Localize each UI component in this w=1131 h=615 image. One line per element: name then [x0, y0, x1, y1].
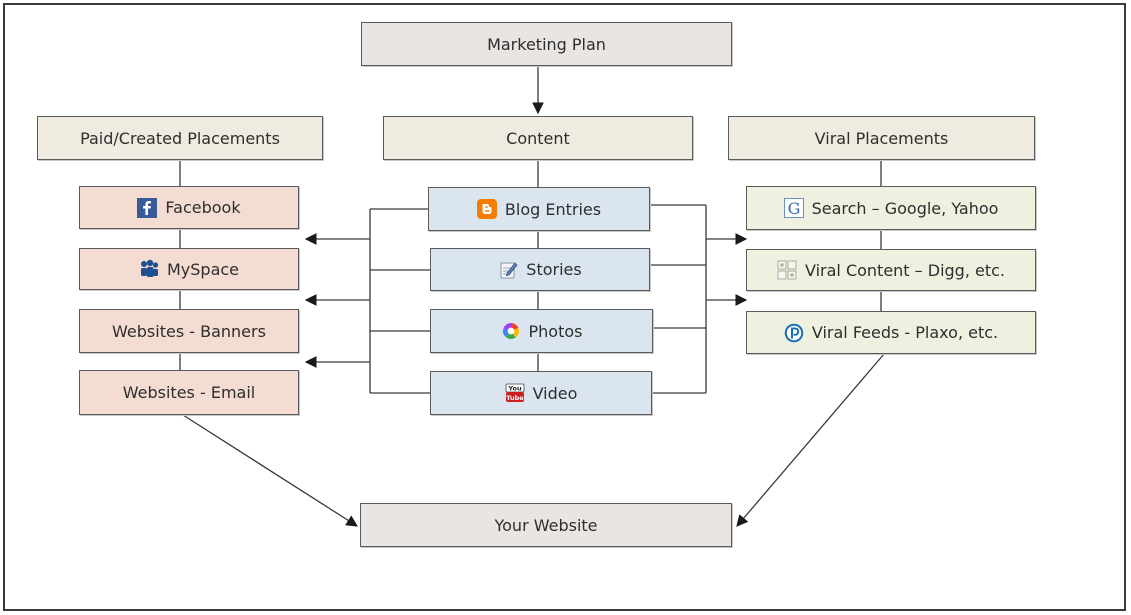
viral-feeds-label: Viral Feeds - Plaxo, etc. [811, 323, 999, 342]
viral-item-search: G Search – Google, Yahoo [746, 186, 1036, 230]
svg-text:Tube: Tube [506, 394, 524, 402]
plaxo-icon [784, 323, 804, 343]
paid-placements-label: Paid/Created Placements [80, 128, 280, 148]
viral-content-label: Viral Content – Digg, etc. [804, 260, 1005, 280]
content-item-stories: Stories [430, 248, 650, 291]
paid-item-myspace: MySpace [79, 248, 299, 290]
your-website-box: Your Website [360, 503, 732, 547]
video-label: Video [532, 383, 578, 403]
content-item-photos: Photos [430, 309, 653, 353]
marketing-plan-label: Marketing Plan [487, 34, 606, 54]
websites-banners-label: Websites - Banners [112, 321, 266, 341]
facebook-label: Facebook [165, 198, 241, 217]
picasa-icon [501, 321, 521, 341]
viral-item-viral-feeds: Viral Feeds - Plaxo, etc. [746, 311, 1036, 354]
stories-label: Stories [526, 260, 582, 279]
paid-item-websites-banners: Websites - Banners [79, 309, 299, 353]
myspace-label: MySpace [166, 259, 240, 279]
svg-text:G: G [787, 199, 800, 218]
your-website-label: Your Website [494, 515, 598, 535]
blog-entries-label: Blog Entries [504, 199, 602, 219]
paid-item-facebook: Facebook [79, 186, 299, 229]
paid-item-websites-email: Websites - Email [79, 370, 299, 415]
content-item-blog-entries: Blog Entries [428, 187, 650, 231]
content-label: Content [506, 128, 570, 148]
marketing-plan-box: Marketing Plan [361, 22, 732, 66]
search-label: Search – Google, Yahoo [811, 198, 999, 218]
paid-placements-header: Paid/Created Placements [37, 116, 323, 160]
pencil-note-icon [498, 260, 518, 280]
arrow-viral-to-website [736, 353, 885, 527]
arrow-paid-to-website [182, 414, 358, 527]
myspace-icon [139, 259, 159, 279]
google-icon: G [783, 198, 804, 218]
content-header: Content [383, 116, 693, 160]
websites-email-label: Websites - Email [122, 383, 256, 402]
viral-placements-label: Viral Placements [814, 128, 949, 148]
photos-label: Photos [528, 321, 583, 341]
digg-icon [777, 260, 797, 280]
viral-placements-header: Viral Placements [728, 116, 1035, 160]
svg-text:You: You [507, 385, 522, 393]
blogger-icon [476, 199, 497, 219]
viral-item-viral-content: Viral Content – Digg, etc. [746, 249, 1036, 291]
facebook-icon [137, 197, 158, 218]
